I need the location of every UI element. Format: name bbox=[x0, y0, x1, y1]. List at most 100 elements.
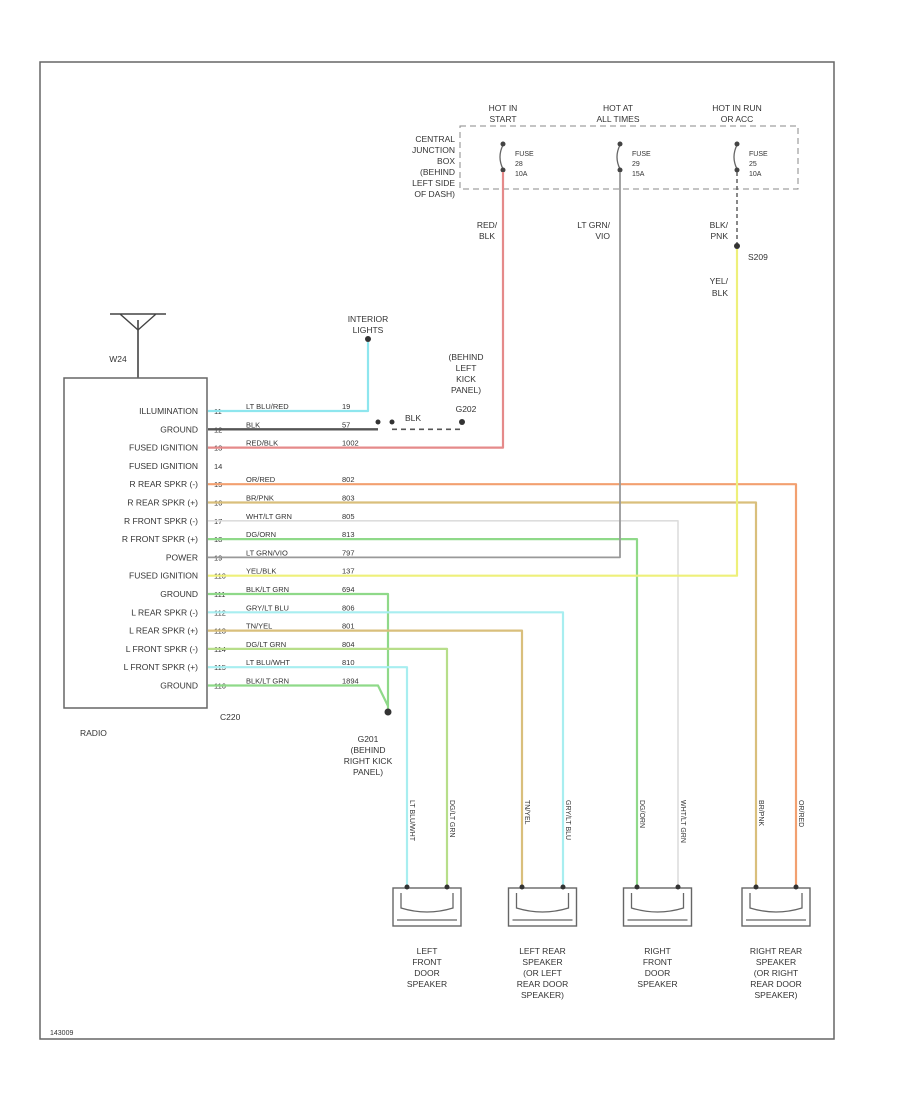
diagram-frame bbox=[39, 61, 835, 1040]
junction-box-label: (BEHIND bbox=[420, 167, 455, 177]
svg-text:BLK/: BLK/ bbox=[710, 220, 729, 230]
svg-text:(BEHIND: (BEHIND bbox=[449, 352, 484, 362]
fuse-hot-label: ALL TIMES bbox=[597, 114, 640, 124]
pin-name: GROUND bbox=[160, 589, 198, 599]
speaker-label: DOOR bbox=[414, 968, 440, 978]
pin-circuit: 797 bbox=[342, 548, 355, 557]
wire-r-rear-neg bbox=[208, 483, 798, 886]
pin-name: FUSED IGNITION bbox=[129, 443, 198, 453]
wire-l-front-neg bbox=[208, 647, 449, 886]
speaker-label: SPEAKER bbox=[637, 979, 677, 989]
pin-wire-label: LT BLU/RED bbox=[246, 402, 289, 411]
svg-text:15A: 15A bbox=[632, 171, 645, 178]
speaker-wire-label: DG/LT GRN bbox=[448, 800, 455, 837]
svg-text:LEFT: LEFT bbox=[456, 363, 477, 373]
svg-text:FUSE: FUSE bbox=[515, 151, 534, 158]
pin-wire-label: LT GRN/VIO bbox=[246, 548, 288, 557]
svg-text:PANEL): PANEL) bbox=[353, 767, 383, 777]
pin-wire-label: RED/BLK bbox=[246, 439, 278, 448]
wire-label: BLK/ bbox=[710, 220, 729, 230]
svg-text:RIGHT KICK: RIGHT KICK bbox=[344, 756, 393, 766]
wire-illumination bbox=[208, 342, 370, 413]
pin-circuit: 1894 bbox=[342, 677, 359, 686]
wire-label: VIO bbox=[595, 231, 610, 241]
wire-label: LT GRN/ bbox=[577, 220, 610, 230]
speaker-label: DOOR bbox=[645, 968, 671, 978]
fuse-25: HOT IN RUN OR ACC FUSE 25 10A BLK/ PNK S… bbox=[710, 103, 769, 298]
speaker-label: FRONT bbox=[643, 957, 672, 967]
svg-text:(BEHIND: (BEHIND bbox=[420, 167, 455, 177]
fuse-hot-label: HOT IN bbox=[489, 103, 518, 113]
pin-circuit: 694 bbox=[342, 585, 355, 594]
connector-label: C220 bbox=[220, 712, 241, 722]
svg-text:INTERIOR: INTERIOR bbox=[348, 314, 389, 324]
svg-text:HOT IN RUN: HOT IN RUN bbox=[712, 103, 761, 113]
wire-label: BLK bbox=[405, 413, 421, 423]
splice-label: S209 bbox=[748, 252, 768, 262]
junction-box-label: JUNCTION bbox=[412, 145, 455, 155]
svg-text:YEL/: YEL/ bbox=[710, 276, 729, 286]
ground-label: G201 bbox=[358, 734, 379, 744]
wire-label: BLK bbox=[479, 231, 495, 241]
figure-id: 143009 bbox=[50, 1030, 73, 1037]
pin-name: R REAR SPKR (+) bbox=[127, 498, 198, 508]
svg-text:BOX: BOX bbox=[437, 156, 455, 166]
fuse-label: 15A bbox=[632, 171, 645, 178]
wire-fused-ignition-137 bbox=[208, 249, 739, 577]
speaker-label: SPEAKER bbox=[522, 957, 562, 967]
wire-ground-694 bbox=[208, 592, 390, 710]
svg-text:LEFT SIDE: LEFT SIDE bbox=[412, 178, 455, 188]
ground-label: G202 bbox=[456, 404, 477, 414]
interior-lights-label: LIGHTS bbox=[353, 325, 384, 335]
speaker-label: SPEAKER) bbox=[755, 990, 798, 1000]
splice-s209 bbox=[734, 243, 740, 249]
speaker-label: RIGHT bbox=[644, 946, 670, 956]
ground-label: KICK bbox=[456, 374, 476, 384]
pin-wire-label: OR/RED bbox=[246, 475, 276, 484]
antenna: W24 bbox=[109, 313, 166, 378]
pin-wire-label: BR/PNK bbox=[246, 494, 274, 503]
pin-name: R REAR SPKR (-) bbox=[130, 479, 199, 489]
svg-text:10A: 10A bbox=[749, 171, 762, 178]
svg-text:G201: G201 bbox=[358, 734, 379, 744]
ground-label: (BEHIND bbox=[351, 745, 386, 755]
pin-circuit: 810 bbox=[342, 658, 355, 667]
wires bbox=[208, 172, 798, 886]
fuse-label: FUSE bbox=[749, 151, 768, 158]
svg-text:FUSE: FUSE bbox=[632, 151, 651, 158]
svg-text:25: 25 bbox=[749, 161, 757, 168]
svg-text:G202: G202 bbox=[456, 404, 477, 414]
speaker-wire-label: TN/YEL bbox=[523, 800, 530, 825]
pin-name: L FRONT SPKR (+) bbox=[124, 662, 199, 672]
speaker-label: (OR RIGHT bbox=[754, 968, 798, 978]
radio-label: RADIO bbox=[80, 728, 107, 738]
svg-text:HOT AT: HOT AT bbox=[603, 103, 633, 113]
ground-g202: (BEHIND LEFT KICK PANEL) G202 BLK bbox=[375, 352, 484, 425]
ground-label: RIGHT KICK bbox=[344, 756, 393, 766]
interior-lights: INTERIOR LIGHTS bbox=[348, 314, 389, 342]
svg-text:ALL TIMES: ALL TIMES bbox=[597, 114, 640, 124]
interior-lights-label: INTERIOR bbox=[348, 314, 389, 324]
pin-name: L REAR SPKR (-) bbox=[131, 607, 198, 617]
wire-fused-ignition-1002 bbox=[208, 172, 505, 449]
fuse-hot-label: HOT IN RUN bbox=[712, 103, 761, 113]
ground-label: (BEHIND bbox=[449, 352, 484, 362]
speaker-wire-label: GRY/LT BLU bbox=[564, 800, 571, 840]
radio-body bbox=[63, 377, 208, 709]
pin-wire-label: DG/ORN bbox=[246, 530, 276, 539]
pin-circuit: 813 bbox=[342, 530, 355, 539]
pin-name: GROUND bbox=[160, 681, 198, 691]
fuse-label: 10A bbox=[749, 171, 762, 178]
junction-box-label: CENTRAL bbox=[415, 134, 455, 144]
svg-text:HOT IN: HOT IN bbox=[489, 103, 518, 113]
wire-r-front-neg bbox=[208, 519, 679, 886]
fuse-hot-label: HOT AT bbox=[603, 103, 633, 113]
fuse-label: 10A bbox=[515, 171, 528, 178]
pin-wire-label: BLK bbox=[246, 420, 260, 429]
wire-power-797 bbox=[208, 172, 621, 559]
fuse-label: 29 bbox=[632, 161, 640, 168]
